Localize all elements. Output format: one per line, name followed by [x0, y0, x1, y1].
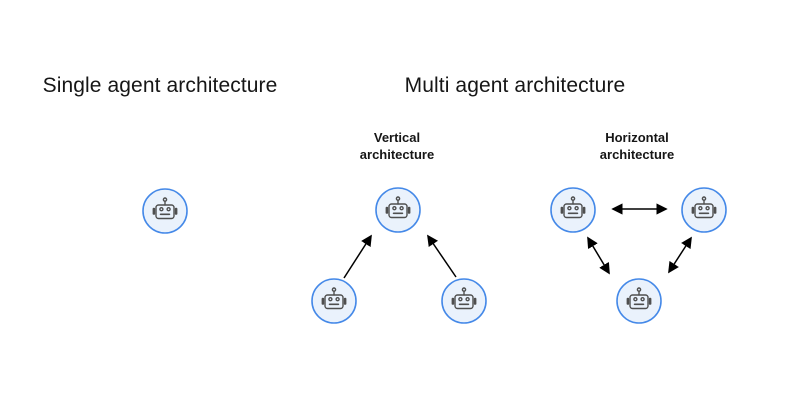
- edge-worker-right-to-supervisor: [427, 234, 457, 278]
- edge-peer-right-peer-bottom: [668, 236, 692, 274]
- agent-circle: [375, 187, 421, 233]
- vertical-worker-left-node: [311, 278, 357, 324]
- horizontal-architecture-label: Horizontal architecture: [599, 130, 675, 162]
- edge-worker-left-to-supervisor: [343, 234, 372, 279]
- agent-circle: [681, 187, 727, 233]
- vertical-supervisor-node: [375, 187, 421, 233]
- horizontal-peer-bottom-node: [616, 278, 662, 324]
- vertical-architecture-label: Vertical architecture: [359, 130, 435, 162]
- agent-circle: [616, 278, 662, 324]
- single-agent-heading: Single agent architecture: [42, 74, 278, 97]
- horizontal-peer-right-node: [681, 187, 727, 233]
- single-agent-node: [142, 188, 188, 234]
- agent-circle: [550, 187, 596, 233]
- agent-circle: [441, 278, 487, 324]
- horizontal-peer-left-node: [550, 187, 596, 233]
- agent-circle: [142, 188, 188, 234]
- multi-agent-heading: Multi agent architecture: [404, 74, 626, 97]
- edge-peer-left-peer-bottom: [587, 236, 610, 275]
- vertical-worker-right-node: [441, 278, 487, 324]
- agent-circle: [311, 278, 357, 324]
